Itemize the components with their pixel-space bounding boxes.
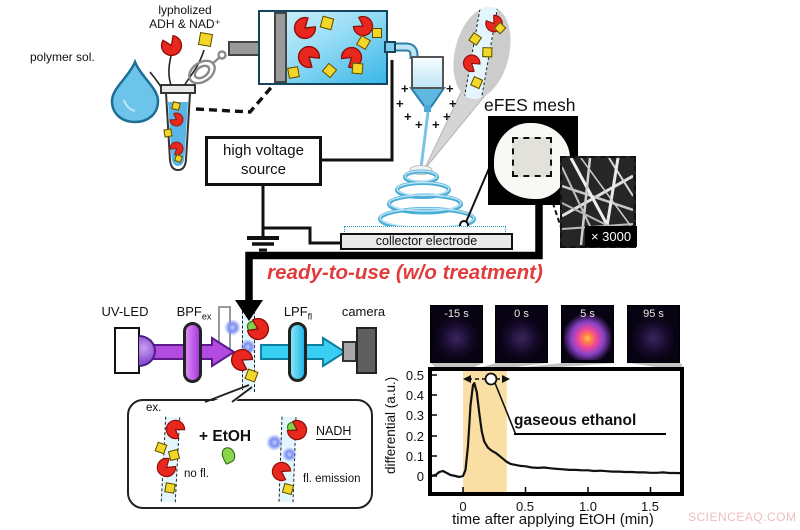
enzyme-icon [352,15,374,37]
frame-time-label: 0 s [514,308,529,320]
plus-charge-icon: + [415,117,423,132]
enzyme-icon [271,461,292,482]
cofactor-icon [174,154,183,163]
duration-arrow [463,372,517,436]
cofactor-icon [287,66,300,79]
lpf-filter [288,322,307,382]
y-tick-label: 0.1 [405,449,424,464]
mesh-roi [512,137,552,177]
plus-charge-icon: + [404,109,412,124]
gaseous-ethanol-annotation: gaseous ethanol [514,412,666,435]
hv-label-line1: high voltage [223,142,304,160]
plot-area [428,367,684,496]
fluorophore-glow-icon [224,319,241,336]
sem-magnification-badge: × 3000 [585,226,637,247]
polymer-droplet [110,58,160,124]
frame-time-label: 95 s [643,308,664,320]
fl-emission-label: fl. emission [303,473,361,485]
spinneret-body [411,56,444,89]
enzyme-icon [297,45,321,69]
frame-time-label: 5 s [580,308,595,320]
cofactor-icon [482,47,493,58]
ready-to-use-banner: ready-to-use (w/o treatment) [267,261,543,284]
uvled-body [114,327,140,374]
mesh-title: eFES mesh [484,95,576,115]
x-axis-label: time after applying EtOH (min) [452,511,654,528]
whisk-icon [188,50,227,85]
lpf-label: LPFfl [283,304,313,322]
collector-label: collector electrode [375,234,478,248]
y-tick-label: 0.2 [405,429,424,444]
sample-tube-cap [160,84,196,94]
fluorescence-frame: 95 s [627,305,680,363]
nadh-label: NADH [316,424,352,440]
plus-charge-icon: + [432,117,440,132]
x-tick-label: 0.5 [515,499,535,514]
enzyme-icon [160,34,183,57]
differential-curve [432,382,680,479]
uvled-label: UV-LED [101,304,149,319]
uvled-dome [139,335,156,367]
camera-lens [342,341,357,362]
spinneret-cone [409,87,446,108]
excitation-label: ex. [146,402,162,414]
enzyme-icon [156,457,177,478]
etoh-label: + EtOH [199,428,252,445]
enzyme-icon [165,419,186,440]
enzyme-icon [230,348,254,372]
fluorophore-glow-icon [282,447,297,462]
plus-charge-icon: + [396,96,404,111]
enzyme-icon [293,16,317,40]
watermark: SCIENCEAQ.COM [688,510,797,524]
barrel-outlet [384,41,396,53]
x-tick-label: 1.0 [578,499,598,514]
plus-charge-icon: + [443,109,451,124]
polymer-sol-label: polymer sol. [30,50,95,64]
x-tick-label: 0 [459,499,467,514]
cofactor-icon [164,482,176,494]
hv-label-line2: source [240,161,287,178]
plunger-plate [274,12,287,83]
fiber-magnifier [444,0,520,106]
cofactor-icon [372,28,382,38]
plus-charge-icon: + [449,96,457,111]
frame-time-label: -15 s [444,308,469,320]
no-fluorescence-label: no fl. [184,468,209,480]
enzyme-nadh-icon [246,317,270,341]
fluorescence-frame: 0 s [495,305,548,363]
plus-charge-icon: + [446,81,454,96]
bpf-label: BPFex [176,304,212,322]
y-tick-label: 0.4 [405,388,424,403]
y-tick-label: 0.5 [405,368,424,383]
x-tick-label: 1.5 [640,499,660,514]
fluorophore-glow-icon [266,434,283,451]
bpf-filter [183,322,202,383]
cofactor-icon [351,62,364,75]
cofactor-icon [197,31,214,48]
fluorescence-frame: 5 s [561,305,614,363]
magnification-label: × 3000 [590,229,632,244]
camera-label: camera [341,304,386,319]
cofactor-icon [171,101,181,111]
cofactor-icon [163,128,173,138]
fluorescence-frame: -15 s [430,305,483,363]
enzyme-nadh-icon [286,419,308,441]
ground-symbol [247,236,279,252]
enzyme-icon [460,52,483,75]
transfer-path [245,204,543,302]
enzyme-icon [169,112,184,127]
y-tick-label: 0.3 [405,408,424,423]
plus-charge-icon: + [401,81,409,96]
camera-body [356,327,377,374]
hv-source-box: high voltage source [205,136,322,186]
barrel-air-gap [260,12,274,83]
y-tick-label: 0 [416,469,424,484]
gas-exposure-band [463,371,507,492]
collector-electrode: collector electrode [340,233,513,250]
fiber-spiral [378,169,476,231]
